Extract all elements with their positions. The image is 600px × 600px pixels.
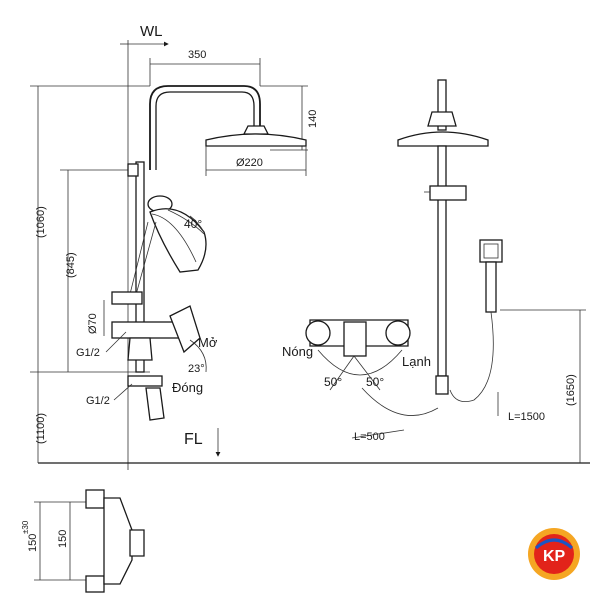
mixer-lever [169, 305, 201, 354]
top-mixer-lever [129, 529, 145, 557]
front-view: (1650) L=1500 Nóng Lạnh 50° 50° L=500 [282, 79, 586, 463]
angle-50-right: 50° [366, 375, 384, 389]
dim-220: Ø220 [236, 157, 263, 169]
angle-40: 40° [184, 217, 202, 231]
open-label: Mở [198, 335, 218, 350]
front-valve [435, 375, 449, 395]
cold-label: Lạnh [402, 354, 431, 369]
square-hand-shower [479, 239, 503, 263]
dim-1060: (1060) [35, 206, 47, 238]
top-connector-upper [85, 489, 105, 509]
top-connector-lower [85, 575, 105, 593]
top-view: 150 ±30 150 [21, 489, 145, 593]
top-mixer-body [103, 497, 133, 585]
dim-350: 350 [188, 49, 206, 61]
brand-logo: KP [528, 528, 580, 580]
tub-spout [127, 375, 163, 387]
g12-lower-label: G1/2 [86, 395, 110, 407]
wl-label: WL [140, 23, 163, 40]
dim-150: 150 [57, 530, 69, 548]
dim-140: 140 [307, 110, 319, 128]
dim-845: (845) [65, 252, 77, 278]
hand-shower [149, 208, 207, 273]
dim-150-tol-sup: ±30 [21, 520, 30, 534]
front-riser [437, 145, 447, 377]
diverter-handle [145, 387, 165, 421]
hose-1500: L=1500 [508, 411, 545, 423]
front-mixer-lever [343, 321, 367, 357]
dim-1100: (1100) [35, 413, 47, 444]
angle-50-left: 50° [324, 375, 342, 389]
upper-connector [111, 291, 143, 305]
side-view: WL FL 350 140 Ø220 (1060) (845) [30, 23, 590, 470]
angle-23: 23° [188, 363, 205, 375]
front-arm [437, 79, 447, 131]
hose-500: L=500 [354, 431, 385, 443]
hot-label: Nóng [282, 344, 313, 359]
dim-1650: (1650) [565, 374, 577, 406]
front-rain-head [397, 131, 489, 147]
front-holder [429, 185, 467, 201]
dim-150-tol: 150 [27, 534, 39, 552]
dim-70: Ø70 [87, 313, 99, 334]
closed-label: Đóng [172, 380, 203, 395]
shower-arm [149, 85, 261, 170]
fl-label: FL [184, 431, 203, 448]
rain-shower-head [205, 133, 307, 147]
hand-shower-grip [485, 261, 497, 313]
g12-upper-label: G1/2 [76, 347, 100, 359]
logo-text: KP [543, 548, 566, 565]
